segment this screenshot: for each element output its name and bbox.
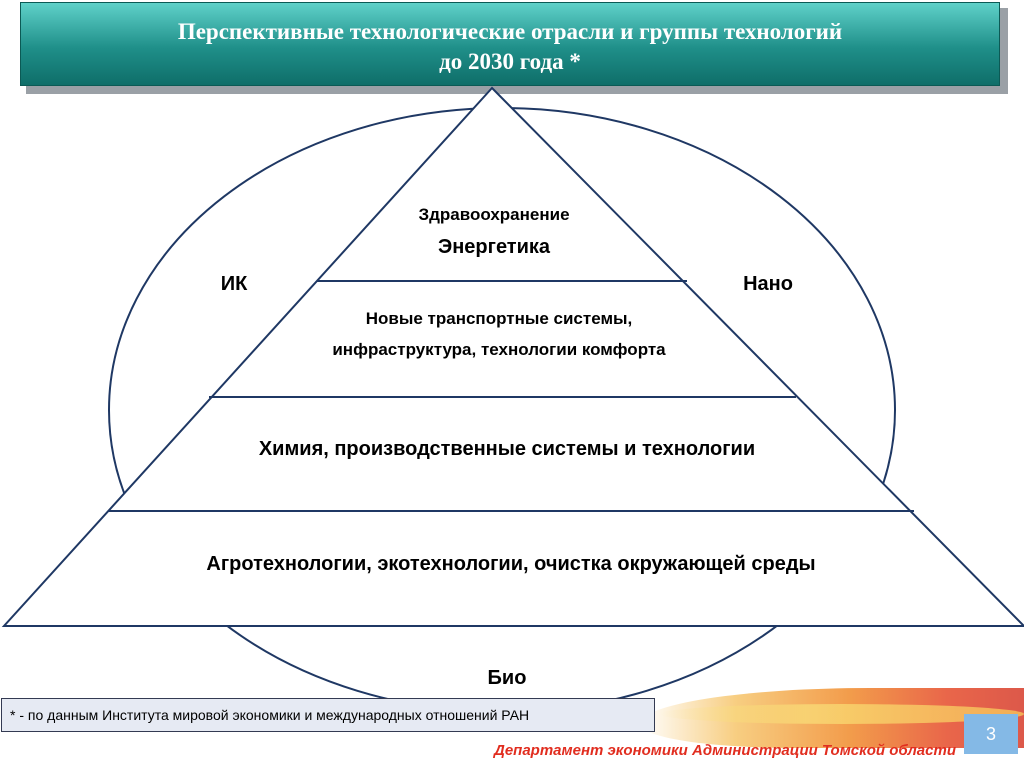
tier-2-line2: инфраструктура, технологии комфорта bbox=[332, 340, 666, 359]
slide-title-line1: Перспективные технологические отрасли и … bbox=[177, 19, 843, 44]
tier-1-line1: Здравоохранение bbox=[418, 205, 570, 224]
footer-decoration-highlight bbox=[660, 704, 1024, 724]
department-name: Департамент экономики Администрации Томс… bbox=[494, 742, 956, 759]
tier-2-line1: Новые транспортные системы, bbox=[365, 309, 633, 328]
ellipse-label-left: ИК bbox=[220, 273, 248, 295]
tier-1-line2: Энергетика bbox=[437, 236, 551, 258]
tier-3-label: Химия, производственные системы и технол… bbox=[258, 438, 756, 460]
ellipse-label-bottom: Био bbox=[487, 667, 527, 689]
page-number-badge: 3 bbox=[964, 714, 1018, 754]
tier-4-label: Агротехнологии, экотехнологии, очистка о… bbox=[206, 553, 816, 575]
pyramid-triangle bbox=[1, 86, 1024, 627]
slide-title: Перспективные технологические отрасли и … bbox=[20, 2, 1000, 86]
slide-title-line2: до 2030 года * bbox=[439, 49, 581, 74]
ellipse-label-right: Нано bbox=[743, 273, 793, 295]
source-footnote: * - по данным Института мировой экономик… bbox=[1, 698, 655, 732]
